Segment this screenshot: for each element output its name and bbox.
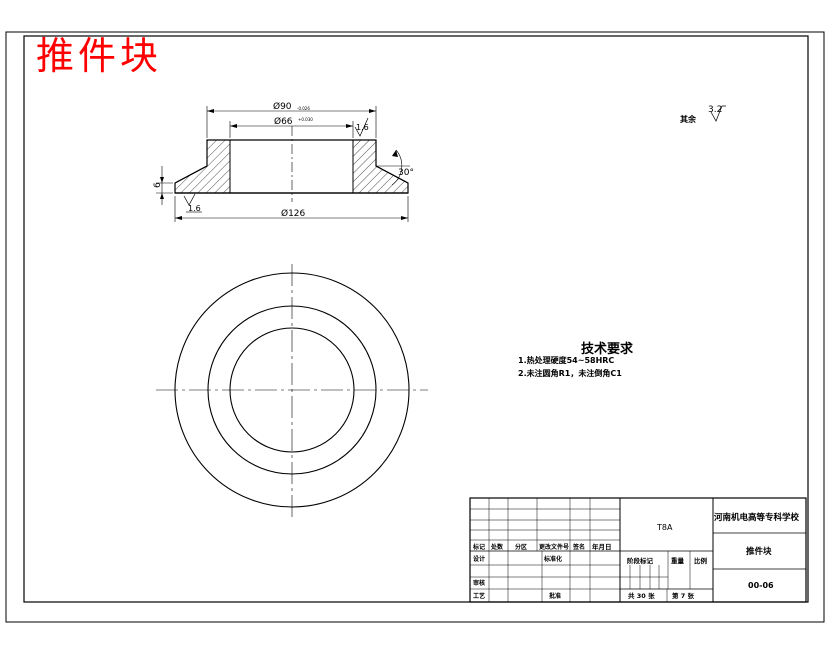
title-block xyxy=(469,497,807,603)
roughness-symbol xyxy=(710,105,726,122)
angle-arc xyxy=(391,149,403,186)
rev-header: 标记 xyxy=(472,543,485,551)
dim-outer-tolerance: -0.026 xyxy=(297,106,310,111)
tech-requirement-item: 2.未注圆角R1，未注倒角C1 xyxy=(518,369,622,378)
sheet-inner-border xyxy=(23,35,809,603)
section-view: Ø90 -0.026 Ø66 +0.030 1.6 Ø126 1.6 6 xyxy=(153,101,414,222)
dim-arrow xyxy=(230,124,237,128)
roughness-inner: 1.6 xyxy=(356,123,369,132)
material: T8A xyxy=(656,523,673,532)
dim-height: 6 xyxy=(153,182,163,188)
right-section-hatch xyxy=(352,139,409,194)
tech-requirement-item: 1.热处理硬度54~58HRC xyxy=(518,356,615,365)
dim-arrow xyxy=(175,216,182,220)
tech-requirements-title: 技术要求 xyxy=(581,342,634,357)
dim-arrow xyxy=(401,216,408,220)
roughness-bottom: 1.6 xyxy=(188,204,201,213)
surface-note-label: 其余 xyxy=(680,114,697,124)
dim-inner-tolerance: +0.030 xyxy=(298,117,313,122)
dim-chamfer-angle: 30° xyxy=(398,168,414,178)
scale-label: 比例 xyxy=(694,556,708,565)
rev-header: 年月日 xyxy=(592,542,612,551)
weight-label: 重量 xyxy=(671,556,685,565)
stage-mark: 阶段标记 xyxy=(627,556,654,565)
drawing-title: 推件块 xyxy=(36,34,163,78)
sign-row-design: 设计 xyxy=(473,555,485,563)
rev-header: 更改文件号 xyxy=(539,543,569,551)
sheet-total: 共 30 张 xyxy=(628,591,655,600)
surface-note-value: 3.2 xyxy=(708,105,722,115)
school-name: 河南机电高等专科学校 xyxy=(714,512,800,523)
dim-outer-diameter: Ø90 xyxy=(273,101,292,112)
dim-arrow xyxy=(369,109,376,113)
dim-base-diameter: Ø126 xyxy=(281,208,306,219)
sheet-outer-border xyxy=(5,31,825,623)
sign-row-review: 审核 xyxy=(473,579,485,587)
dim-arrow xyxy=(392,150,398,157)
rev-header: 分区 xyxy=(515,543,527,551)
dim-arrow xyxy=(160,193,164,199)
rev-header: 签名 xyxy=(572,543,585,551)
rev-header: 处数 xyxy=(490,543,504,551)
sign-row-approve: 批准 xyxy=(549,592,561,600)
sign-row-process: 工艺 xyxy=(473,592,485,600)
roughness-symbol xyxy=(183,193,196,206)
sign-row-standard: 标准化 xyxy=(543,555,562,563)
top-view xyxy=(156,264,428,517)
dim-arrow xyxy=(160,177,164,183)
part-name: 推件块 xyxy=(746,546,772,557)
roughness-symbol xyxy=(354,117,369,137)
dim-arrow xyxy=(207,109,214,113)
left-section-hatch xyxy=(174,139,231,194)
dim-arrow xyxy=(346,124,353,128)
drawing-number: 00-06 xyxy=(748,581,774,590)
dim-inner-diameter: Ø66 xyxy=(274,116,293,127)
sheet-index: 第 7 张 xyxy=(672,591,695,600)
